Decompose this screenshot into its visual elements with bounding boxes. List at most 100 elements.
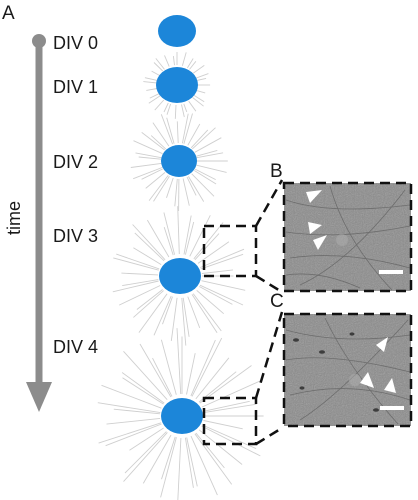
neurite-ray [129, 427, 164, 451]
neurite-ray [190, 435, 218, 496]
neurite-ray [176, 328, 182, 395]
neurite-ray [191, 294, 218, 334]
panel-label-c: C [270, 291, 284, 312]
neurite-ray [134, 232, 165, 262]
micrograph-b-frame [282, 181, 413, 293]
neurite-ray [191, 337, 223, 397]
neurite-ray [139, 343, 172, 398]
panel-label-b: B [270, 161, 283, 182]
neurite-ray [197, 241, 230, 264]
zoom-connector-b-bottom [255, 274, 283, 294]
neurite-ray [186, 176, 197, 196]
neurite-ray [130, 162, 162, 168]
neurite-ray [148, 95, 161, 104]
neurite-ray [199, 286, 233, 305]
neurite-ray [200, 253, 244, 270]
neurite-ray [181, 104, 185, 118]
neurite-ray [187, 296, 201, 329]
neurite-ray [153, 295, 172, 336]
neurite-ray [184, 437, 194, 488]
neurite-ray [166, 103, 172, 115]
neurite-ray [123, 432, 168, 482]
neurite-ray [113, 257, 159, 271]
neurite-ray [121, 272, 159, 276]
neurite-ray [188, 176, 205, 202]
zoom-connector-b-top [254, 179, 284, 227]
neurite-ray [124, 431, 167, 474]
neurite-ray [141, 132, 165, 151]
neurite-ray [135, 152, 162, 159]
stage-label-div-2: DIV 2 [53, 152, 98, 172]
neurite-ray [193, 95, 205, 103]
neurite-ray [163, 212, 176, 255]
neurite-ray [199, 284, 244, 306]
stage-label-div-4: DIV 4 [53, 337, 98, 357]
neurite-ray [196, 77, 207, 81]
arrowhead-c-2 [360, 372, 374, 388]
neurite-ray [195, 357, 230, 400]
zoom-connector-c-bottom [255, 426, 283, 446]
neurite-ray [190, 339, 216, 397]
neurite-ray [196, 149, 218, 157]
neurite-ray [187, 58, 194, 69]
neurite-ray [166, 117, 175, 144]
neurite-ray [174, 178, 178, 207]
neurite-ray [163, 102, 169, 113]
time-arrow-head [26, 382, 52, 412]
neurite-ray [145, 172, 166, 189]
neurite-ray [189, 61, 197, 70]
neurite-ray [181, 297, 187, 346]
micrograph-b [284, 183, 411, 291]
arrowhead-b-3 [313, 235, 327, 250]
neurite-ray [162, 296, 173, 325]
neurite-ray [138, 293, 168, 333]
neurite-ray [182, 297, 190, 337]
neurite-ray [133, 167, 163, 180]
neurite-ray [186, 437, 198, 487]
neurite-ray [148, 175, 169, 201]
neurite-ray [183, 103, 188, 113]
neurite-ray [183, 113, 193, 144]
neurite-ray [136, 289, 163, 310]
neurite-ray [132, 224, 166, 261]
neurite-ray [196, 290, 224, 315]
neurite-ray [187, 123, 201, 146]
neurite-ray [161, 436, 176, 480]
explant-div-1 [156, 67, 198, 103]
neurite-ray [200, 248, 245, 268]
micrograph-c [284, 314, 411, 426]
neurite-ray [170, 297, 178, 341]
neurite-ray [201, 280, 246, 291]
neurite-ray [160, 339, 177, 395]
neurite-ray [201, 424, 257, 450]
neurite-ray [153, 62, 164, 72]
neurite-ray [188, 100, 197, 112]
neurite-ray [101, 384, 162, 409]
explant-div-3 [159, 258, 201, 294]
neurite-ray [116, 253, 160, 270]
neurite-ray [166, 177, 174, 198]
neurite-ray [181, 52, 187, 66]
neurite-ray [154, 99, 165, 111]
neurite-ray [184, 221, 195, 255]
neurite-ray [146, 88, 158, 91]
zoom-callout-b [202, 179, 284, 294]
neurite-ray [203, 400, 250, 412]
neurite-ray [194, 233, 220, 261]
neurite-ray [176, 121, 179, 144]
neurite-ray [194, 168, 216, 181]
neurite-ray [192, 293, 222, 332]
neurite-ray [192, 97, 204, 107]
neurite-ray [203, 403, 257, 414]
neurite-ray [147, 219, 170, 258]
neurite-ray [183, 215, 192, 255]
stage-label-div-3: DIV 3 [53, 226, 98, 246]
neurite-ray [191, 127, 216, 150]
neurite-ray [160, 114, 174, 145]
neurite-ray [177, 437, 182, 500]
neurite-ray [201, 380, 261, 408]
explant-div-0 [158, 15, 196, 47]
explant-div-4 [161, 398, 203, 434]
stage-label-div-0: DIV 0 [53, 33, 98, 53]
neurite-ray [160, 437, 177, 498]
